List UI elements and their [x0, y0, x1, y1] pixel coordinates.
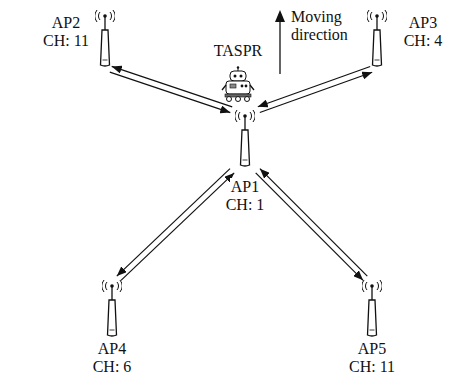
channel-label: CH: 11	[348, 358, 396, 376]
node-name: TASPR	[213, 42, 264, 60]
channel-label: CH: 11	[42, 32, 90, 50]
link-arrow	[260, 72, 372, 112]
node-label: AP1CH: 1	[218, 178, 272, 214]
channel-label: CH: 4	[403, 32, 444, 50]
access-point-node: AP1CH: 1	[218, 108, 272, 218]
label-line: AP4	[80, 340, 144, 358]
label-line: CH: 1	[218, 196, 272, 214]
robot-icon	[220, 66, 256, 106]
channel-label: CH: 6	[92, 358, 133, 376]
label-line: CH: 6	[80, 358, 144, 376]
link-arrow	[112, 66, 233, 107]
robot-node: TASPR	[208, 42, 268, 104]
link-arrow	[121, 173, 234, 281]
label-line: AP2	[40, 14, 92, 32]
node-name: AP1	[230, 178, 260, 196]
node-label: AP2CH: 11	[40, 14, 92, 50]
label-line: AP1	[218, 178, 272, 196]
access-point-node: AP3CH: 4	[362, 6, 458, 72]
link-arrow	[117, 169, 230, 277]
label-line: AP3	[392, 14, 454, 32]
direction-label: Moving direction	[290, 8, 364, 44]
direction-text: Moving direction	[290, 8, 364, 44]
node-name: AP2	[51, 14, 81, 32]
node-label: AP5CH: 11	[340, 340, 404, 376]
antenna-icon	[102, 278, 122, 342]
node-name: AP3	[408, 14, 438, 32]
link-arrow	[260, 169, 367, 276]
antenna-icon	[95, 8, 115, 72]
access-point-node: AP5CH: 11	[340, 278, 404, 378]
antenna-icon	[367, 8, 387, 72]
access-point-node: AP2CH: 11	[40, 6, 120, 72]
access-point-node: AP4CH: 6	[80, 278, 144, 378]
node-label: TASPR	[208, 42, 268, 60]
node-label: AP3CH: 4	[392, 14, 454, 50]
antenna-icon	[362, 278, 382, 342]
link-arrow	[110, 72, 231, 113]
node-label: AP4CH: 6	[80, 340, 144, 376]
link-arrow	[258, 67, 370, 107]
label-line: CH: 11	[40, 32, 92, 50]
node-name: AP5	[357, 340, 387, 358]
antenna-icon	[235, 108, 255, 172]
label-line: CH: 4	[392, 32, 454, 50]
label-line: AP5	[340, 340, 404, 358]
link-arrow	[256, 173, 363, 280]
channel-label: CH: 1	[225, 196, 266, 214]
node-name: AP4	[97, 340, 127, 358]
label-line: TASPR	[208, 42, 268, 60]
label-line: CH: 11	[340, 358, 404, 376]
